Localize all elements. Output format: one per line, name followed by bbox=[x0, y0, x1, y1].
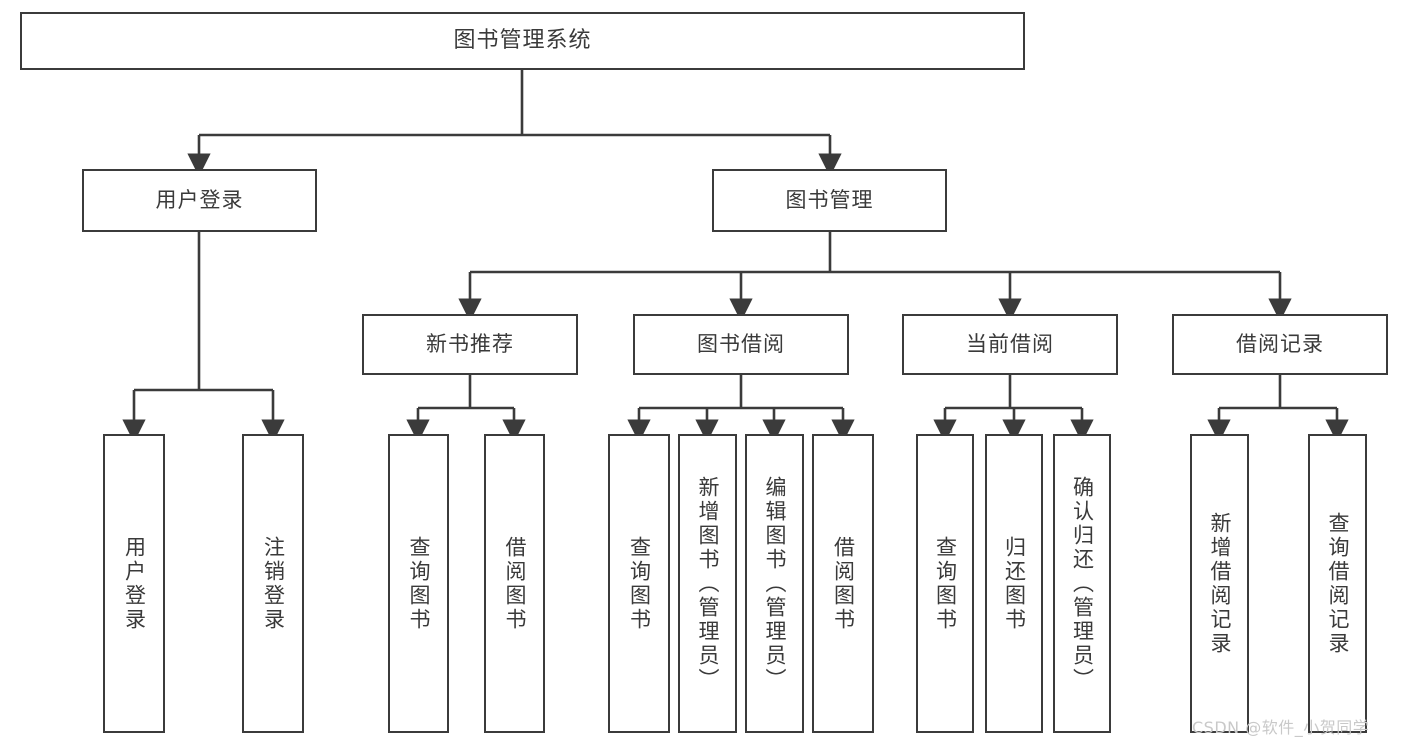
leaf-query-book-borrow-label: 查询图书 bbox=[627, 535, 652, 632]
node-book-borrow-label: 图书借阅 bbox=[697, 331, 785, 356]
leaf-logout[interactable]: 注销登录 bbox=[242, 434, 304, 733]
node-borrow-record-label: 借阅记录 bbox=[1236, 331, 1324, 356]
leaf-confirm-return-label: 确认归还（管理员） bbox=[1070, 475, 1095, 692]
node-user-login[interactable]: 用户登录 bbox=[82, 169, 317, 232]
node-current-borrow[interactable]: 当前借阅 bbox=[902, 314, 1118, 375]
leaf-query-book-borrow[interactable]: 查询图书 bbox=[608, 434, 670, 733]
leaf-add-book[interactable]: 新增图书（管理员） bbox=[678, 434, 737, 733]
leaf-query-record-label: 查询借阅记录 bbox=[1326, 511, 1350, 656]
node-borrow-record[interactable]: 借阅记录 bbox=[1172, 314, 1388, 375]
leaf-add-record-label: 新增借阅记录 bbox=[1208, 511, 1232, 656]
leaf-user-login[interactable]: 用户登录 bbox=[103, 434, 165, 733]
leaf-edit-book[interactable]: 编辑图书（管理员） bbox=[745, 434, 804, 733]
leaf-return-book[interactable]: 归还图书 bbox=[985, 434, 1043, 733]
leaf-borrow-book-recommend-label: 借阅图书 bbox=[503, 535, 527, 632]
node-book-management[interactable]: 图书管理 bbox=[712, 169, 947, 232]
node-book-management-label: 图书管理 bbox=[785, 187, 874, 212]
leaf-logout-label: 注销登录 bbox=[261, 535, 286, 632]
leaf-query-book-current[interactable]: 查询图书 bbox=[916, 434, 974, 733]
node-user-login-label: 用户登录 bbox=[155, 187, 244, 212]
node-new-book-recommend[interactable]: 新书推荐 bbox=[362, 314, 578, 375]
leaf-borrow-book[interactable]: 借阅图书 bbox=[812, 434, 874, 733]
node-root-label: 图书管理系统 bbox=[453, 27, 592, 53]
leaf-borrow-book-recommend[interactable]: 借阅图书 bbox=[484, 434, 545, 733]
leaf-confirm-return[interactable]: 确认归还（管理员） bbox=[1053, 434, 1111, 733]
node-root[interactable]: 图书管理系统 bbox=[20, 12, 1025, 70]
leaf-edit-book-label: 编辑图书（管理员） bbox=[763, 475, 787, 692]
leaf-user-login-label: 用户登录 bbox=[122, 535, 147, 632]
leaf-add-record[interactable]: 新增借阅记录 bbox=[1190, 434, 1249, 733]
node-new-book-recommend-label: 新书推荐 bbox=[426, 331, 514, 356]
leaf-query-book-recommend[interactable]: 查询图书 bbox=[388, 434, 449, 733]
leaf-return-book-label: 归还图书 bbox=[1002, 535, 1027, 632]
leaf-query-book-current-label: 查询图书 bbox=[933, 535, 958, 632]
leaf-query-book-recommend-label: 查询图书 bbox=[407, 535, 431, 632]
leaf-add-book-label: 新增图书（管理员） bbox=[696, 475, 720, 692]
node-current-borrow-label: 当前借阅 bbox=[966, 331, 1054, 356]
leaf-borrow-book-label: 借阅图书 bbox=[831, 535, 856, 632]
node-book-borrow[interactable]: 图书借阅 bbox=[633, 314, 849, 375]
leaf-query-record[interactable]: 查询借阅记录 bbox=[1308, 434, 1367, 733]
watermark-text: CSDN @软件_小贺同学 bbox=[1192, 718, 1370, 737]
